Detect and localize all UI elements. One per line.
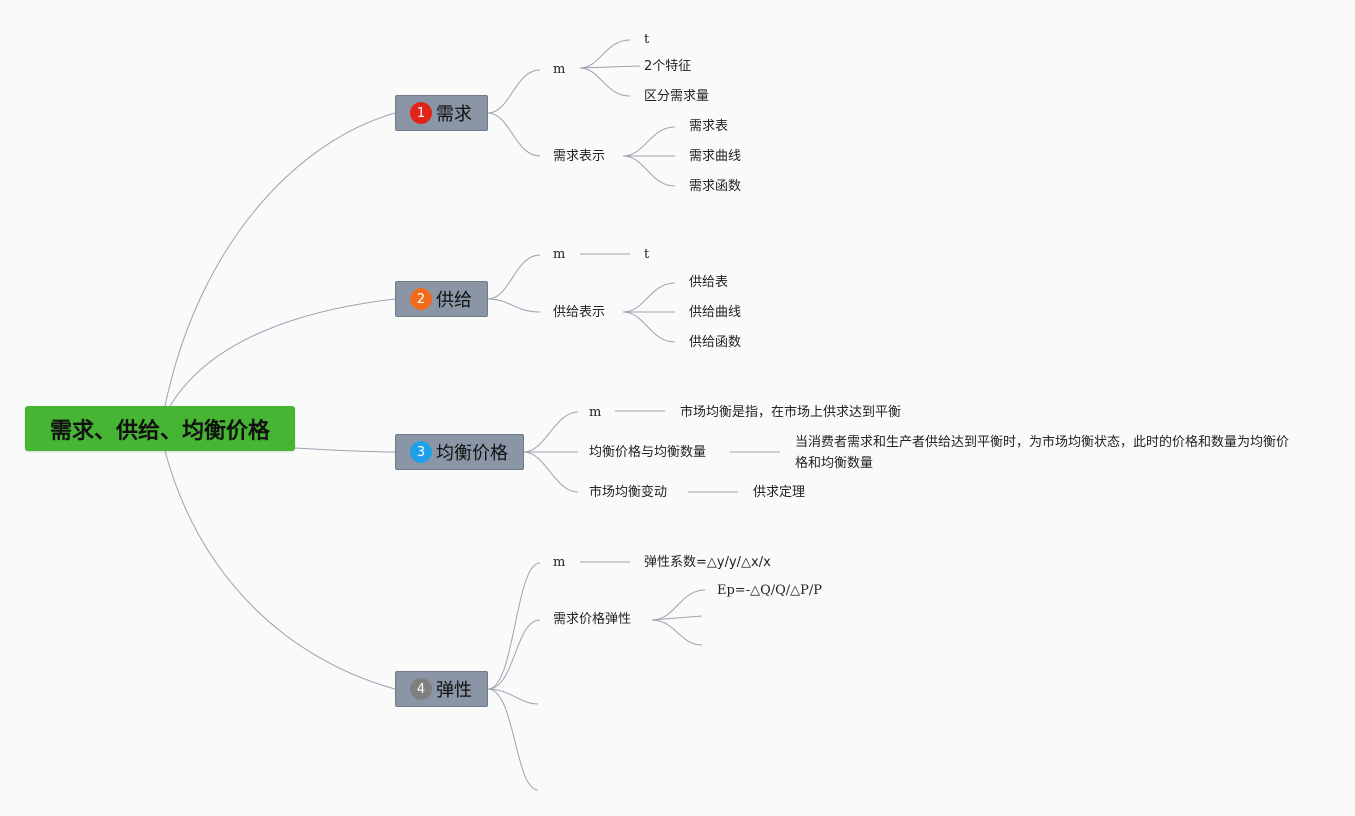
node-demand-function[interactable]: 需求函数: [689, 179, 742, 194]
branch-label: 均衡价格: [436, 443, 508, 464]
node-equilibrium-explanation[interactable]: 当消费者需求和生产者供给达到平衡时，为市场均衡状态，此时的价格和数量为均衡价格和…: [795, 435, 1290, 471]
number-3-icon: 3: [410, 441, 432, 463]
node-ep-formula[interactable]: Ep=-△Q/Q/△P/P: [717, 583, 823, 598]
node-supply-table[interactable]: 供给表: [689, 275, 729, 290]
node-law-of-supply-demand[interactable]: 供求定理: [753, 485, 806, 500]
node-t[interactable]: t: [644, 32, 650, 47]
node-market-equilibrium-definition[interactable]: 市场均衡是指，在市场上供求达到平衡: [680, 405, 902, 420]
link-root-demand: [164, 112, 396, 407]
branch-demand[interactable]: 1 需求: [395, 95, 488, 131]
node-two-features[interactable]: 2个特征: [644, 59, 692, 74]
node-supply-function[interactable]: 供给函数: [689, 335, 742, 350]
node-demand-table[interactable]: 需求表: [689, 119, 729, 134]
link-root-supply: [169, 298, 396, 407]
node-supply-representation[interactable]: 供给表示: [553, 305, 606, 320]
node-m[interactable]: m: [589, 405, 602, 420]
node-m[interactable]: m: [553, 555, 566, 570]
branch-supply[interactable]: 2 供给: [395, 281, 488, 317]
node-market-equilibrium-change[interactable]: 市场均衡变动: [589, 485, 668, 500]
node-supply-curve[interactable]: 供给曲线: [689, 305, 742, 320]
node-price-elasticity-of-demand[interactable]: 需求价格弹性: [553, 612, 632, 627]
node-elasticity-coefficient[interactable]: 弹性系数=△y/y/△x/x: [644, 555, 771, 570]
number-4-icon: 4: [410, 678, 432, 700]
branch-label: 供给: [436, 290, 472, 311]
number-1-icon: 1: [410, 102, 432, 124]
node-equilibrium-price-quantity[interactable]: 均衡价格与均衡数量: [589, 445, 707, 460]
branch-equilibrium-price[interactable]: 3 均衡价格: [395, 434, 524, 470]
branch-elasticity[interactable]: 4 弹性: [395, 671, 488, 707]
node-distinguish-quantity[interactable]: 区分需求量: [644, 89, 710, 104]
link-root-elasticity: [164, 450, 396, 690]
link-root-equilibrium: [294, 447, 396, 453]
node-t[interactable]: t: [644, 247, 650, 262]
node-demand-curve[interactable]: 需求曲线: [689, 149, 742, 164]
branch-label: 需求: [436, 104, 472, 125]
node-m[interactable]: m: [553, 247, 566, 262]
number-2-icon: 2: [410, 288, 432, 310]
branch-label: 弹性: [436, 680, 472, 701]
node-demand-representation[interactable]: 需求表示: [553, 149, 606, 164]
root-topic[interactable]: 需求、供给、均衡价格: [25, 406, 295, 451]
root-title: 需求、供给、均衡价格: [49, 418, 270, 444]
node-m[interactable]: m: [553, 62, 566, 77]
